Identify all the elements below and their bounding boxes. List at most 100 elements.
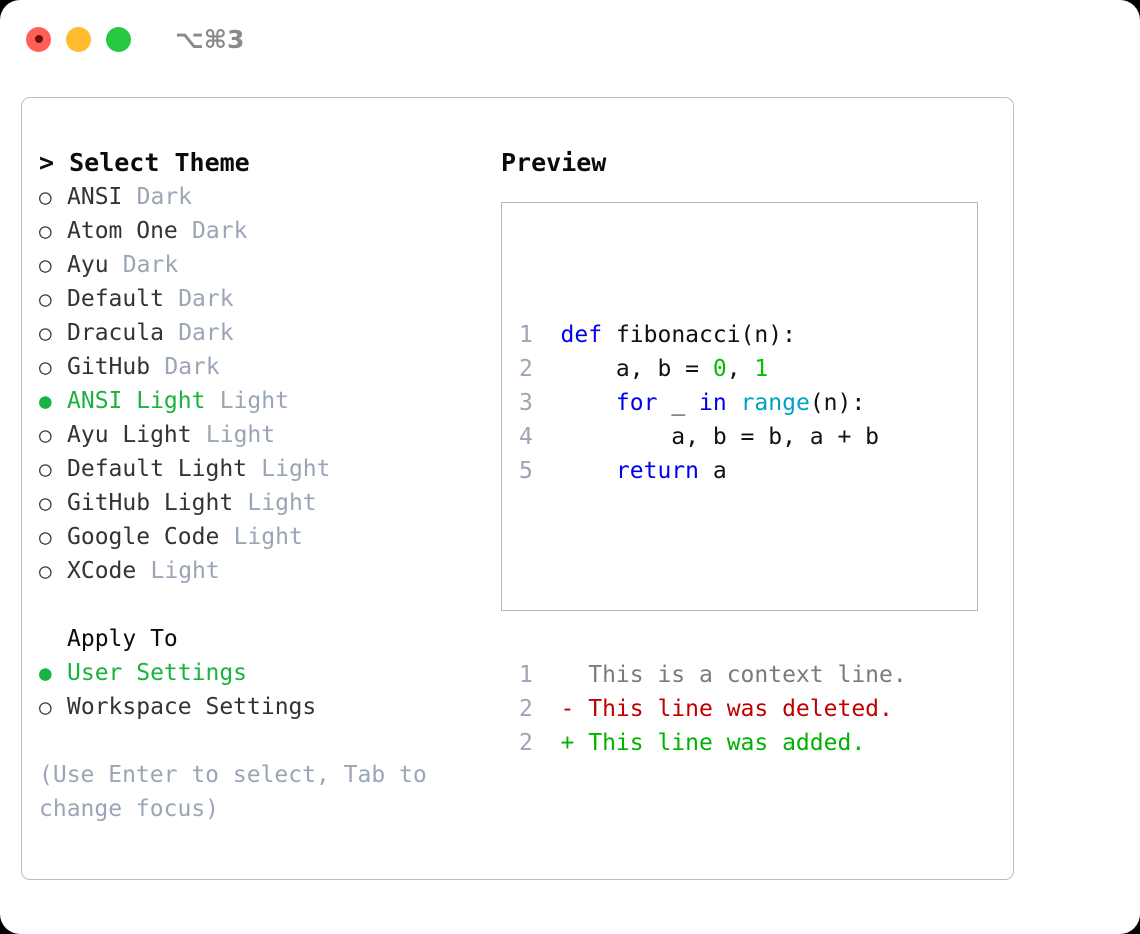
code-token-kw: in	[699, 390, 727, 416]
code-line: 5 return a	[519, 454, 907, 488]
apply-to-option-label: Workspace Settings	[67, 694, 317, 720]
diff-line-content: This is a context line.	[560, 662, 907, 688]
code-line-number: 2	[519, 356, 533, 382]
code-token-kw: def	[560, 322, 603, 348]
theme-option-ansi-light[interactable]: ● ANSI Light Light	[39, 384, 499, 418]
code-token-plain: fibonacci(n):	[615, 322, 796, 348]
code-token-plain	[561, 458, 616, 484]
traffic-light-group	[26, 26, 131, 52]
code-line-number: 4	[519, 424, 533, 450]
apply-to-heading-label: Apply To	[67, 626, 178, 652]
theme-option-label: Default	[67, 286, 164, 312]
radio-unselected-icon: ○	[39, 185, 52, 209]
theme-option-label: XCode	[67, 558, 137, 584]
theme-option-variant-badge: Light	[219, 388, 289, 414]
theme-option-label: Default Light	[67, 456, 248, 482]
theme-option-ayu-light[interactable]: ○ Ayu Light Light	[39, 418, 499, 452]
diff-sample-block: 1 This is a context line.2- This line wa…	[519, 658, 907, 760]
theme-option-variant-badge: Light	[205, 422, 276, 448]
code-line: 3 for _ in range(n):	[519, 386, 907, 420]
diff-line-number: 2	[519, 696, 533, 722]
preview-title: Preview	[501, 148, 607, 177]
code-token-plain	[602, 322, 616, 348]
code-token-plain: ,	[726, 356, 755, 382]
radio-unselected-icon: ○	[39, 457, 52, 481]
radio-unselected-icon: ○	[39, 321, 52, 345]
theme-option-ansi[interactable]: ○ ANSI Dark	[39, 180, 499, 214]
apply-to-option-list: ● User Settings ○Workspace Settings	[39, 656, 499, 724]
radio-selected-icon: ●	[39, 661, 52, 685]
theme-option-variant-badge: Dark	[122, 252, 179, 278]
radio-unselected-icon: ○	[39, 253, 52, 277]
window-titlebar: ⌥⌘3	[0, 0, 1140, 78]
code-line-number: 5	[519, 458, 533, 484]
code-token-plain: a, b =	[560, 356, 713, 382]
radio-unselected-icon: ○	[39, 423, 52, 447]
apply-to-marker-placeholder: ○	[39, 622, 67, 656]
code-line-content: return a	[561, 454, 727, 488]
theme-option-label: ANSI Light	[67, 388, 206, 414]
maximize-window-button[interactable]	[106, 26, 131, 52]
theme-list-title: > Select Theme	[39, 148, 250, 177]
theme-option-variant-badge: Light	[150, 558, 220, 584]
code-line: 4 a, b = b, a + b	[519, 420, 907, 454]
diff-line-content: + This line was added.	[560, 730, 866, 756]
code-line-content: a, b = b, a + b	[560, 420, 880, 454]
theme-option-variant-badge: Dark	[192, 218, 248, 244]
apply-to-option-user-settings[interactable]: ● User Settings	[39, 656, 499, 690]
theme-option-variant-badge: Dark	[136, 184, 193, 210]
code-line-content: for _ in range(n):	[561, 386, 866, 420]
diff-line-del: 2- This line was deleted.	[519, 692, 907, 726]
diff-line-add: 2 + This line was added.	[519, 726, 907, 760]
apply-to-option-label: User Settings	[67, 660, 248, 686]
code-diff-gap	[519, 556, 907, 590]
minimize-window-button[interactable]	[66, 26, 91, 52]
theme-option-xcode[interactable]: ○ XCode Light	[39, 554, 499, 588]
code-token-plain: a, b = b, a + b	[560, 424, 880, 450]
diff-line-number: 2	[519, 730, 533, 756]
code-token-plain: _	[657, 390, 700, 416]
code-token-plain: a	[699, 458, 727, 484]
code-token-kw: for	[615, 390, 658, 416]
theme-option-ayu[interactable]: ○ Ayu Dark	[39, 248, 499, 282]
theme-option-default-light[interactable]: ○ Default Light Light	[39, 452, 499, 486]
radio-unselected-icon: ○	[39, 287, 52, 311]
apply-to-option-workspace-settings[interactable]: ○Workspace Settings	[39, 690, 499, 724]
code-token-plain	[727, 390, 741, 416]
theme-option-label: ANSI	[67, 184, 123, 210]
radio-unselected-icon: ○	[39, 559, 52, 583]
code-line-content: a, b = 0, 1	[560, 352, 769, 386]
radio-unselected-icon: ○	[39, 219, 52, 243]
apply-to-heading: ○ Apply To	[39, 622, 499, 656]
theme-option-variant-badge: Dark	[178, 320, 234, 346]
code-token-fn: range	[740, 390, 810, 416]
code-token-num: 1	[754, 356, 769, 382]
code-line-number: 3	[519, 390, 533, 416]
theme-option-label: GitHub Light	[67, 490, 234, 516]
close-window-button[interactable]	[26, 26, 51, 52]
help-hint-text: (Use Enter to select, Tab to change focu…	[39, 762, 427, 822]
theme-option-label: Ayu	[67, 252, 109, 278]
theme-option-variant-badge: Light	[247, 490, 317, 516]
theme-option-label: Google Code	[67, 524, 220, 550]
radio-selected-icon: ●	[39, 389, 52, 413]
theme-option-label: Ayu Light	[67, 422, 192, 448]
code-token-plain	[561, 390, 616, 416]
code-token-plain: (n):	[809, 390, 866, 416]
theme-option-label: GitHub	[67, 354, 151, 380]
code-token-kw: return	[615, 458, 700, 484]
theme-option-variant-badge: Light	[261, 456, 331, 482]
